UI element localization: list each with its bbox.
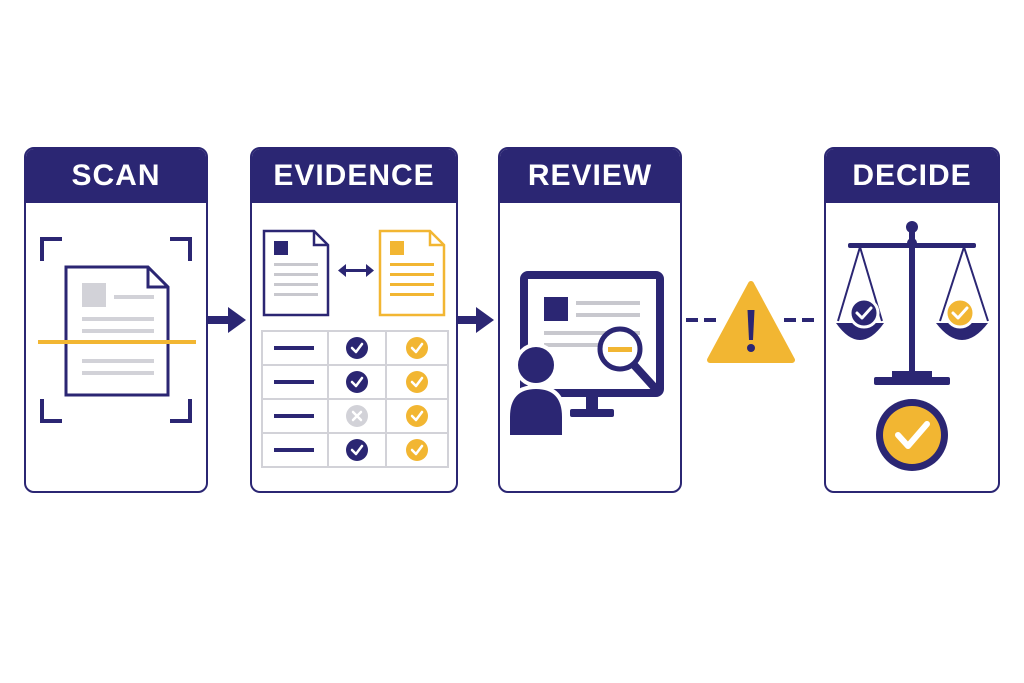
evidence-panel: EVIDENCE — [250, 147, 458, 493]
check-icon — [346, 439, 368, 461]
approved-badge-icon — [876, 399, 948, 471]
check-icon — [848, 297, 880, 329]
check-icon — [406, 439, 428, 461]
review-illustration — [506, 271, 664, 439]
decide-illustration — [836, 221, 989, 471]
evidence-table — [261, 330, 449, 468]
person-icon — [506, 343, 566, 439]
review-to-decide-connector — [686, 281, 814, 363]
row-label-bar — [274, 346, 314, 350]
scales-icon — [836, 221, 989, 385]
check-icon — [406, 337, 428, 359]
check-icon — [944, 297, 976, 329]
review-title: REVIEW — [500, 149, 680, 203]
scan-frame-icon — [40, 237, 192, 423]
cross-icon — [346, 405, 368, 427]
row-label-bar — [274, 380, 314, 384]
decide-title: DECIDE — [826, 149, 998, 203]
check-icon — [346, 371, 368, 393]
arrow-evidence-to-review — [458, 307, 494, 333]
scan-illustration — [38, 237, 196, 423]
magnifier-icon — [597, 326, 658, 391]
document-icon — [262, 229, 330, 317]
scan-line — [38, 340, 196, 344]
check-icon — [346, 337, 368, 359]
document-icon — [64, 265, 170, 397]
scan-title: SCAN — [26, 149, 206, 203]
decide-panel: DECIDE — [824, 147, 1000, 493]
warning-icon — [707, 281, 795, 363]
row-label-bar — [274, 414, 314, 418]
review-panel: REVIEW — [498, 147, 682, 493]
evidence-illustration — [261, 229, 449, 468]
compare-arrows-icon — [338, 264, 374, 277]
document-icon — [378, 229, 446, 317]
check-icon — [406, 405, 428, 427]
evidence-title: EVIDENCE — [252, 149, 456, 203]
row-label-bar — [274, 448, 314, 452]
check-icon — [406, 371, 428, 393]
arrow-scan-to-evidence — [208, 307, 246, 333]
scan-panel: SCAN — [24, 147, 208, 493]
